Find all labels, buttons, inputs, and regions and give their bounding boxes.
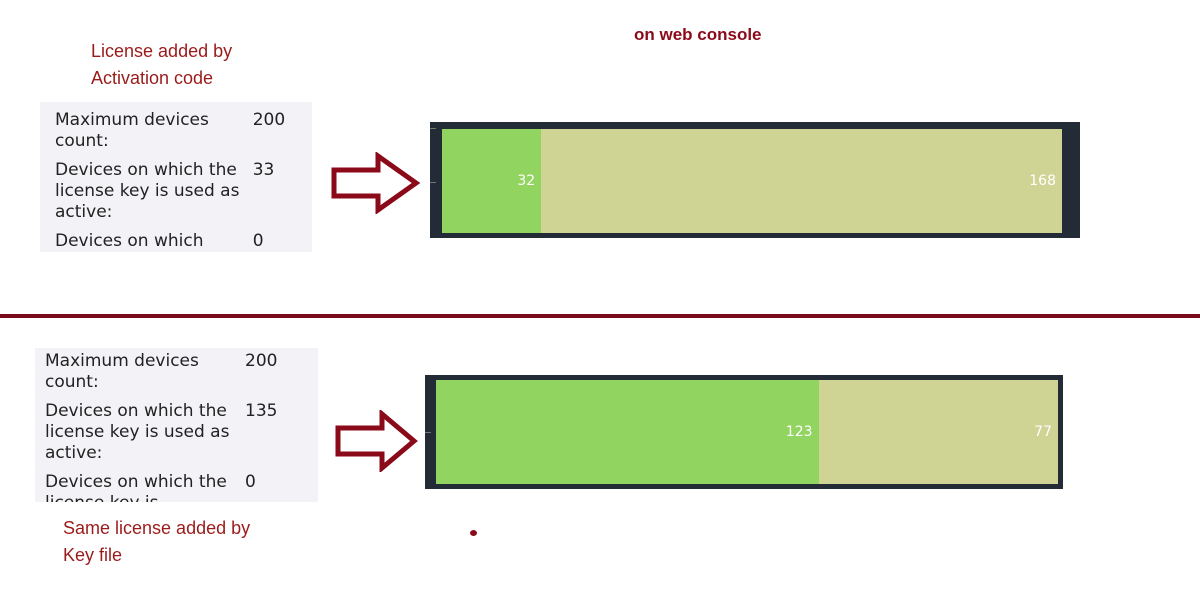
note-line: Key file [63, 545, 123, 565]
row-value: 200 [252, 110, 286, 130]
free-segment: 168 [541, 129, 1062, 233]
info-row: Maximum devices count: 200 [55, 110, 312, 152]
info-row: Devices on which 0 [55, 231, 312, 252]
row-label: Devices on which [55, 231, 204, 251]
info-row: Maximum devices count: 200 [45, 351, 318, 393]
device-usage-bar-bottom: 123 77 [425, 375, 1063, 489]
row-value: 0 [245, 472, 256, 492]
free-label: 168 [1029, 173, 1056, 189]
note-line: License added by [91, 41, 233, 61]
row-value: 0 [252, 231, 264, 251]
row-label: Devices on which the license key is used… [55, 160, 240, 222]
arrow-right-icon [335, 410, 418, 472]
used-label: 123 [785, 424, 813, 440]
row-label: Maximum devices count: [45, 351, 199, 392]
row-value: 33 [252, 160, 275, 180]
info-row: Devices on which the license key is used… [55, 160, 312, 223]
note-line: Activation code [91, 68, 214, 88]
arrow-right-icon [331, 152, 420, 214]
used-segment: 123 [436, 380, 819, 484]
row-value: 200 [245, 351, 278, 371]
info-row: Devices on which the license key is 0 [45, 472, 318, 502]
bottom-note: Same license added by Key file [63, 515, 250, 569]
used-segment: 32 [442, 129, 542, 233]
free-label: 77 [1034, 424, 1052, 440]
used-label: 32 [517, 173, 536, 189]
free-segment: 77 [818, 380, 1058, 484]
device-usage-bar-top: 32 168 [430, 122, 1080, 238]
license-info-panel-bottom: Maximum devices count: 200 Devices on whi… [35, 348, 318, 502]
bar-track: 123 77 [436, 380, 1058, 484]
page-title: on web console [634, 25, 762, 44]
row-label: Devices on which the license key is used… [45, 401, 230, 463]
license-info-panel-top: Maximum devices count: 200 Devices on whi… [40, 102, 312, 252]
row-label: Maximum devices count: [55, 110, 209, 151]
bar-track: 32 168 [442, 129, 1062, 233]
row-value: 135 [245, 401, 278, 421]
top-note: License added by Activation code [91, 38, 232, 92]
note-line: Same license added by [63, 518, 251, 538]
divider [0, 314, 1200, 318]
row-label: Devices on which the license key is [45, 472, 227, 502]
info-row: Devices on which the license key is used… [45, 401, 318, 464]
cursor-dot [470, 530, 477, 536]
